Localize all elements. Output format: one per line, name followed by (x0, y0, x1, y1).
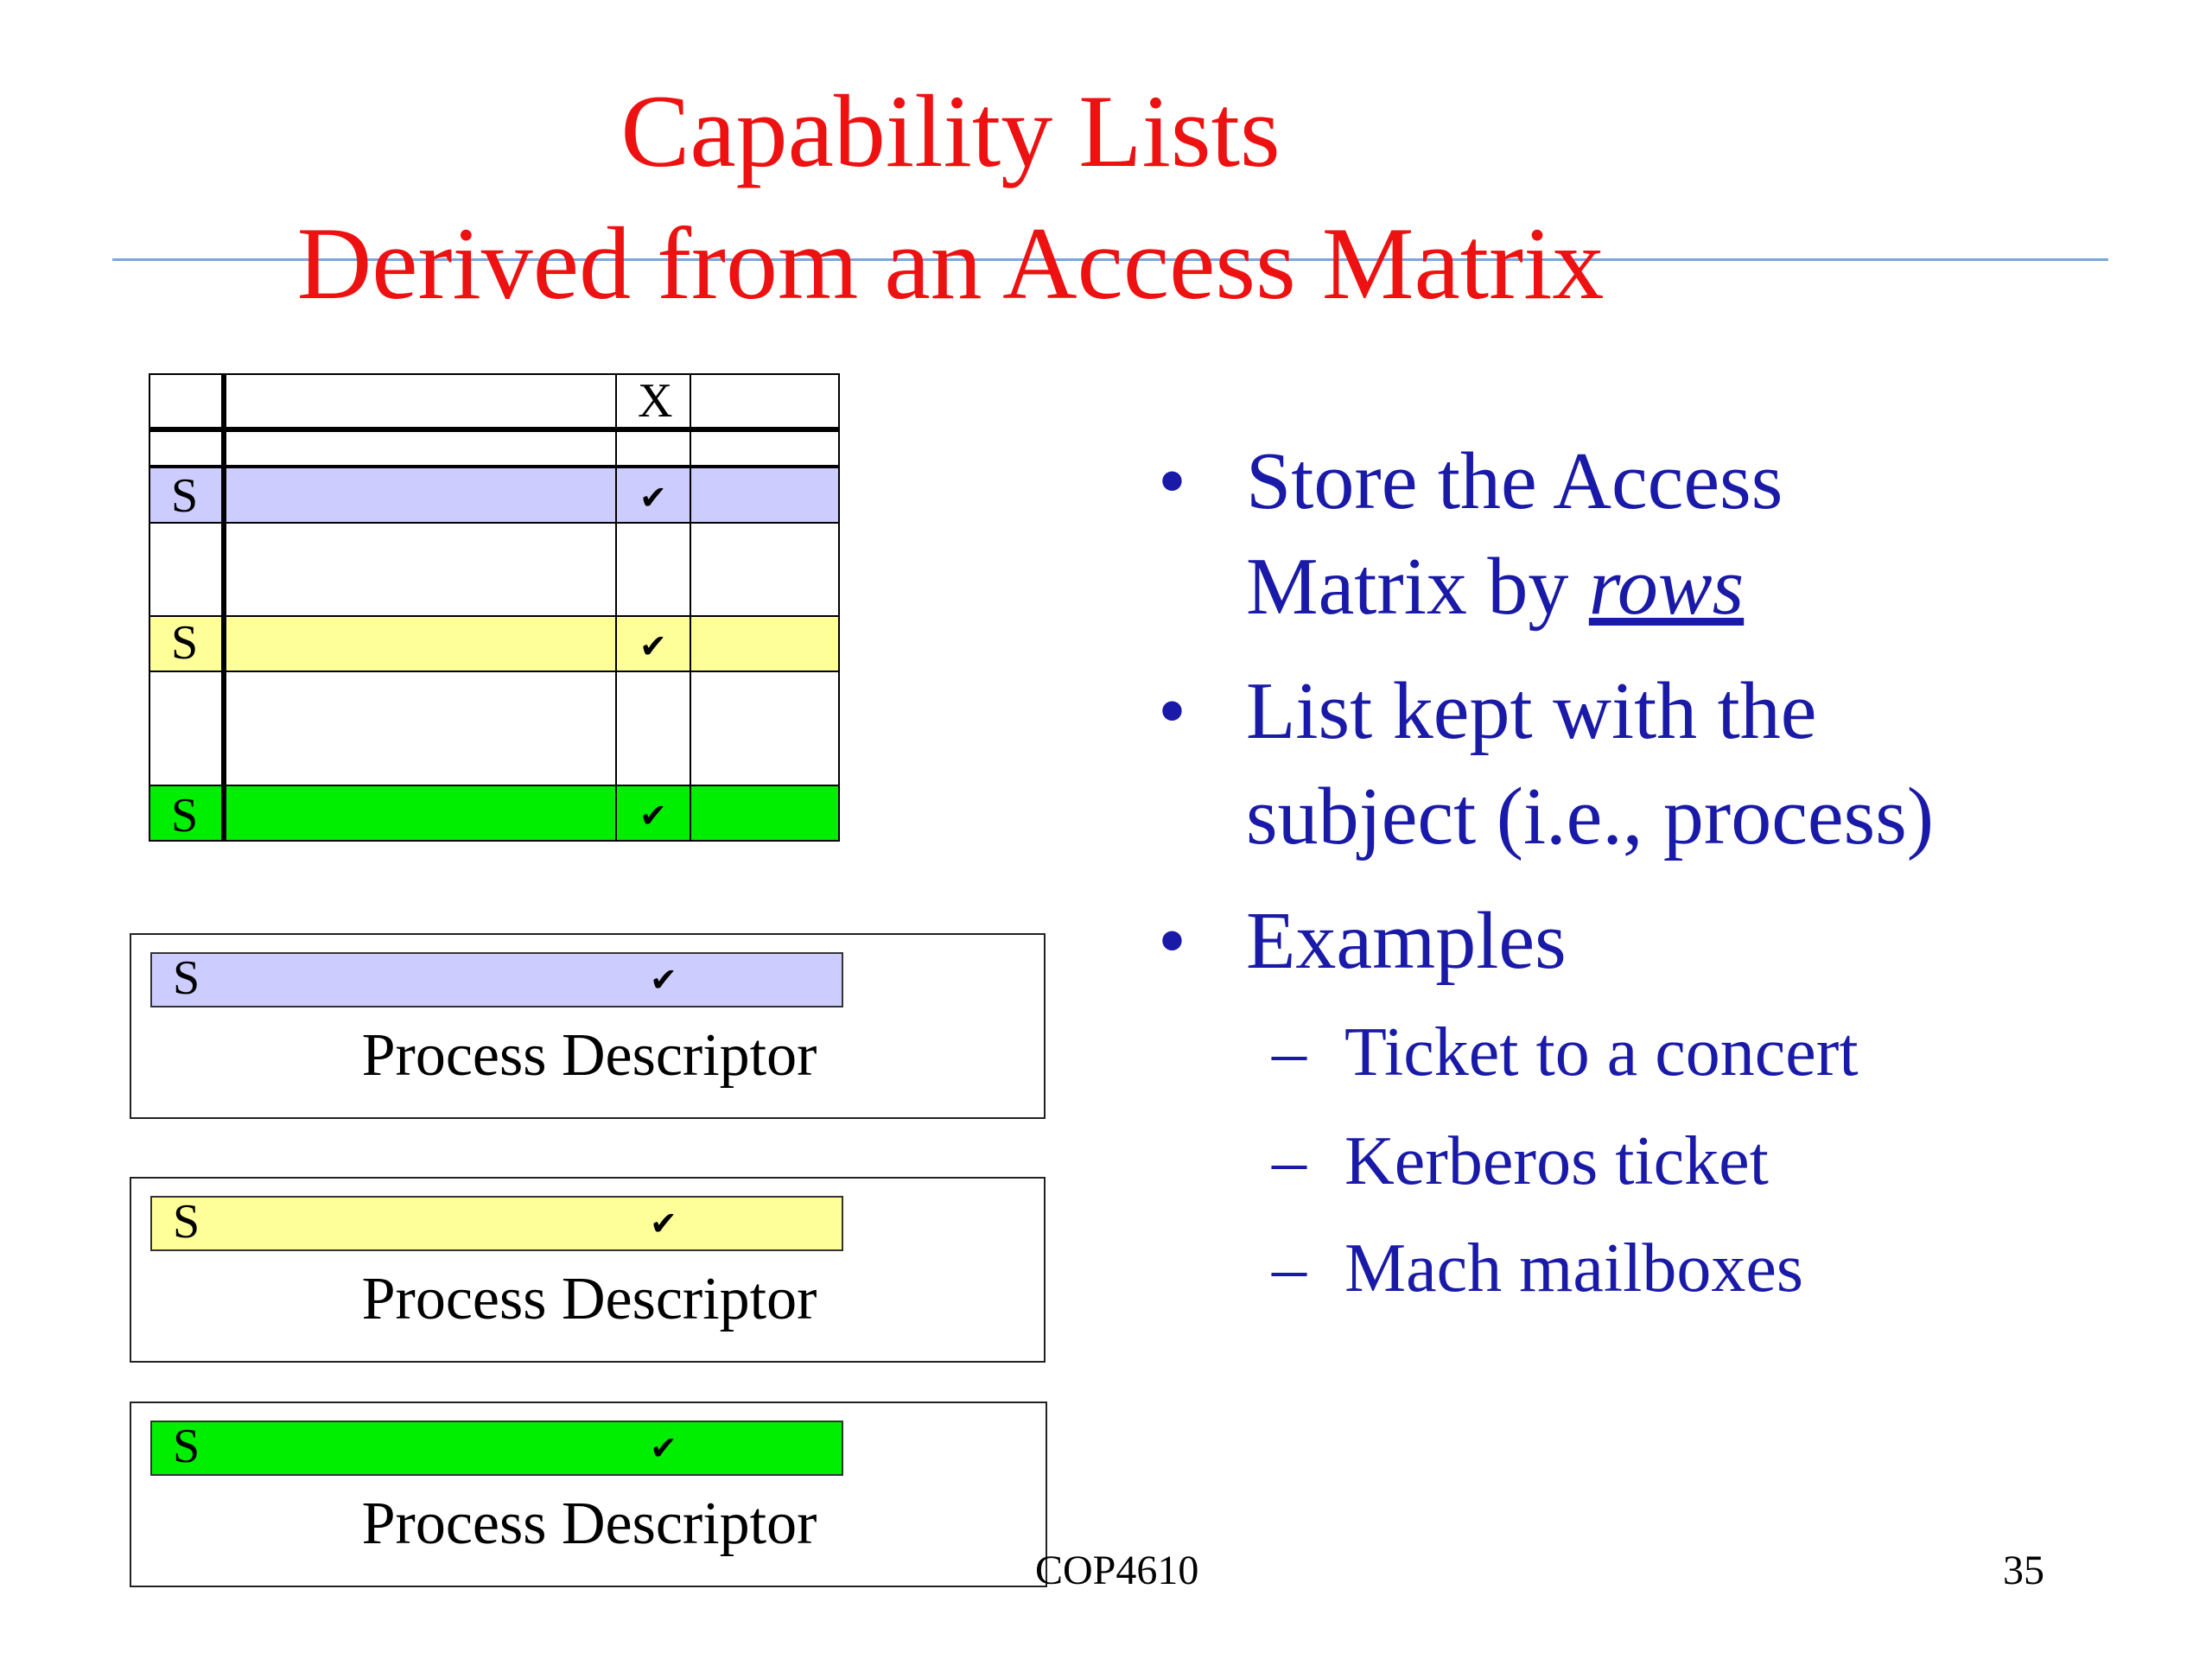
capability-bar-3-check-icon: ✔ (650, 1429, 677, 1467)
process-descriptor-label-3: Process Descriptor (361, 1491, 817, 1557)
sub-bullet-1-dash: – (1272, 1014, 1306, 1090)
bullet-1-line2-text: Matrix by (1246, 542, 1589, 632)
access-matrix: X S ✔ S ✔ S ✔ (149, 373, 840, 842)
matrix-gridline (149, 465, 840, 467)
capability-bar-3: S ✔ (150, 1420, 843, 1476)
bullet-1-line1: Store the Access (1246, 436, 1783, 526)
matrix-row-1-check-icon: ✔ (639, 479, 667, 517)
capability-bar-1: S ✔ (150, 951, 843, 1007)
capability-bar-1-check-icon: ✔ (650, 961, 677, 999)
bullet-1-emphasis: rows (1588, 542, 1745, 632)
process-descriptor-label-2: Process Descriptor (361, 1266, 817, 1332)
sub-bullet-3-text: Mach mailboxes (1344, 1230, 1803, 1306)
sub-bullet-2-dash: – (1272, 1123, 1306, 1199)
matrix-row-2-subject: S (171, 616, 199, 670)
matrix-row-2 (149, 615, 840, 672)
slide-title-line1: Capability Lists (620, 73, 1281, 188)
matrix-column-line-left (615, 373, 617, 840)
capability-bar-1-subject: S (173, 951, 200, 1005)
capability-bar-2-check-icon: ✔ (650, 1205, 677, 1243)
sub-bullet-1-text: Ticket to a concert (1344, 1014, 1859, 1090)
matrix-header-divider (149, 427, 840, 432)
matrix-row-3 (149, 785, 840, 842)
matrix-row-3-subject: S (171, 789, 199, 842)
bullet-2-marker: • (1158, 666, 1186, 756)
process-descriptor-box-1: S ✔ Process Descriptor (130, 933, 1046, 1119)
capability-bar-2-subject: S (173, 1195, 200, 1249)
page-number: 35 (2003, 1548, 2044, 1593)
sub-bullet-3-dash: – (1272, 1230, 1306, 1306)
matrix-row-1-subject: S (171, 469, 199, 523)
capability-bar-3-subject: S (173, 1420, 200, 1473)
bullet-2-line1: List kept with the (1246, 666, 1817, 756)
capability-bar-2: S ✔ (150, 1195, 843, 1251)
process-descriptor-box-3: S ✔ Process Descriptor (130, 1402, 1047, 1587)
title-underline (112, 258, 2108, 261)
matrix-subject-divider (221, 373, 226, 840)
sub-bullet-2-text: Kerberos ticket (1344, 1123, 1769, 1199)
footer-course: COP4610 (1035, 1548, 1199, 1593)
matrix-row-1 (149, 467, 840, 524)
matrix-row-2-check-icon: ✔ (639, 627, 667, 665)
matrix-border (149, 373, 840, 840)
slide-title-line2: Derived from an Access Matrix (296, 206, 1605, 321)
bullet-2-line2: subject (i.e., process) (1246, 772, 1935, 861)
process-descriptor-box-2: S ✔ Process Descriptor (130, 1177, 1046, 1363)
bullet-1-line2: Matrix by rows (1246, 546, 1744, 627)
process-descriptor-label-1: Process Descriptor (361, 1022, 817, 1089)
bullet-3-marker: • (1158, 896, 1186, 986)
matrix-column-line-right (690, 373, 691, 840)
matrix-row-3-check-icon: ✔ (639, 797, 667, 835)
matrix-column-header: X (638, 374, 673, 428)
bullet-3-text: Examples (1246, 896, 1567, 986)
bullet-1-marker: • (1158, 436, 1186, 526)
